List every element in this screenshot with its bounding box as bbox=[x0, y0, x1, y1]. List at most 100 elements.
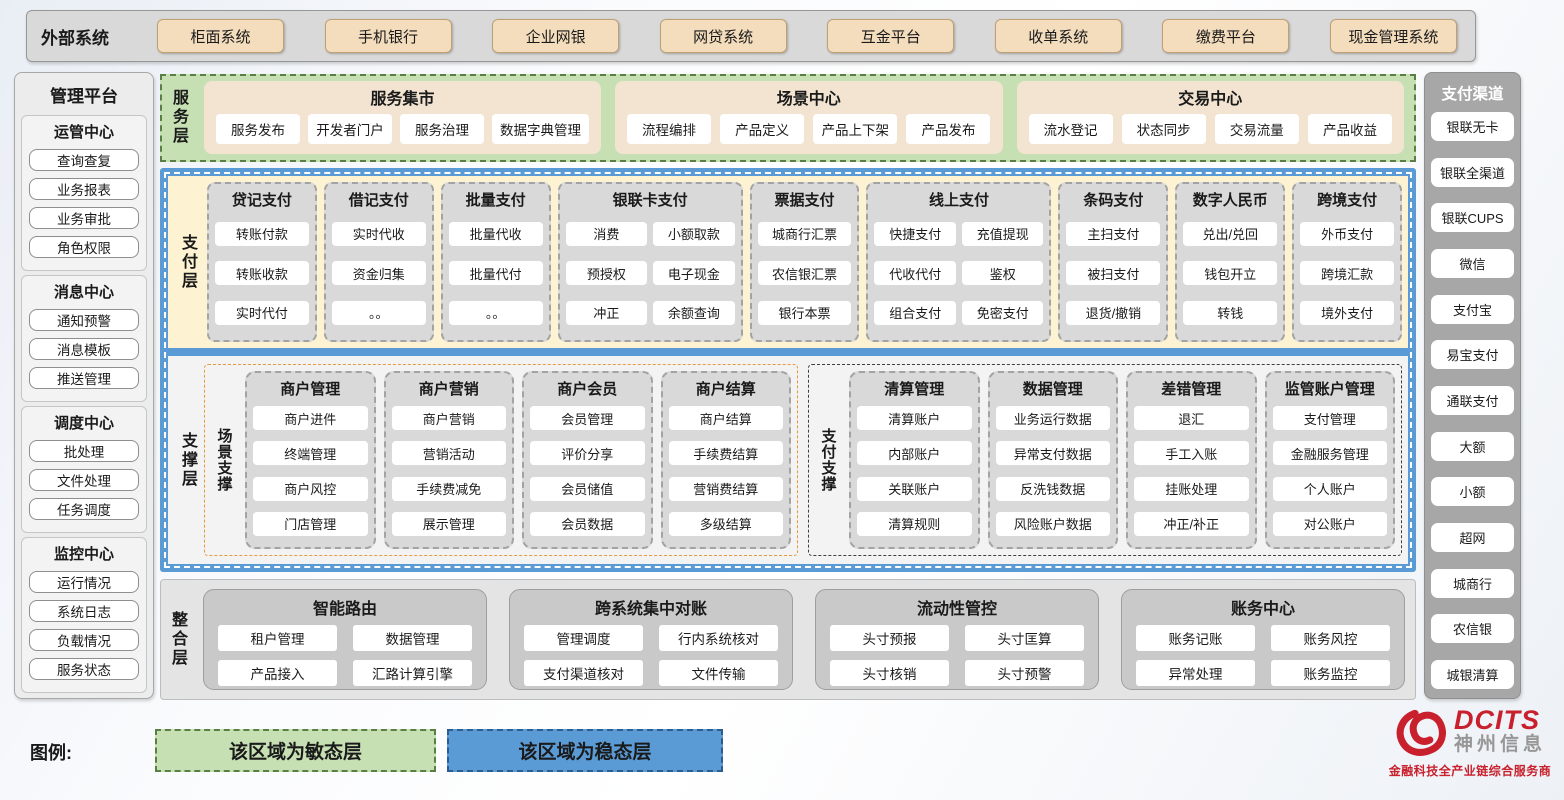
support-items: 业务运行数据异常支付数据反洗钱数据风险账户数据 bbox=[996, 401, 1111, 541]
support-category: 商户会员会员管理评价分享会员储值会员数据 bbox=[522, 371, 653, 549]
management-group-title: 调度中心 bbox=[26, 412, 142, 433]
management-group: 消息中心通知预警消息模板推送管理 bbox=[21, 275, 147, 402]
service-group-title: 服务集市 bbox=[216, 85, 589, 109]
payment-channels-title: 支付渠道 bbox=[1431, 82, 1514, 104]
support-item: 冲正/补正 bbox=[1134, 512, 1249, 536]
service-item: 产品发布 bbox=[906, 114, 990, 144]
payment-category: 批量支付批量代收批量代付。。 bbox=[441, 182, 551, 342]
service-layer-label: 服务层 bbox=[164, 81, 192, 154]
support-items: 商户营销营销活动手续费减免展示管理 bbox=[392, 401, 507, 541]
support-category-title: 商户营销 bbox=[392, 378, 507, 399]
payment-category: 借记支付实时代收资金归集。。 bbox=[324, 182, 434, 342]
payment-channels-list: 银联无卡银联全渠道银联CUPS微信支付宝易宝支付通联支付大额小额超网城商行农信银… bbox=[1431, 112, 1514, 689]
support-category-title: 商户结算 bbox=[669, 378, 784, 399]
dcits-slogan: 金融科技全产业链综合服务商 bbox=[1382, 762, 1558, 779]
integration-item: 文件传输 bbox=[659, 660, 778, 686]
payment-item: 小额取款 bbox=[653, 222, 734, 246]
payment-channel-item: 大额 bbox=[1431, 432, 1514, 461]
management-item: 任务调度 bbox=[29, 498, 139, 520]
support-category: 商户营销商户营销营销活动手续费减免展示管理 bbox=[384, 371, 515, 549]
support-item: 对公账户 bbox=[1273, 512, 1388, 536]
support-section: 场景支撑商户管理商户进件终端管理商户风控门店管理商户营销商户营销营销活动手续费减… bbox=[204, 364, 798, 556]
support-item: 挂账处理 bbox=[1134, 477, 1249, 501]
legend-stable-layer: 该区域为稳态层 bbox=[447, 729, 723, 772]
service-item: 流水登记 bbox=[1029, 114, 1113, 144]
payment-category: 贷记支付转账付款转账收款实时代付 bbox=[207, 182, 317, 342]
service-item: 状态同步 bbox=[1122, 114, 1206, 144]
payment-item: 预授权 bbox=[566, 261, 647, 285]
payment-channel-item: 城银清算 bbox=[1431, 660, 1514, 689]
payment-item: 冲正 bbox=[566, 301, 647, 325]
dcits-swirl-icon bbox=[1394, 705, 1448, 759]
integration-group: 智能路由租户管理数据管理产品接入汇路计算引擎 bbox=[203, 589, 487, 690]
management-item: 推送管理 bbox=[29, 367, 139, 389]
payment-items: 消费小额取款预授权电子现金冲正余额查询 bbox=[566, 212, 735, 334]
payment-layer: 支付层 贷记支付转账付款转账收款实时代付借记支付实时代收资金归集。。批量支付批量… bbox=[168, 176, 1408, 348]
support-item: 多级结算 bbox=[669, 512, 784, 536]
payment-channel-item: 微信 bbox=[1431, 249, 1514, 278]
service-items: 服务发布开发者门户服务治理数据字典管理 bbox=[216, 114, 589, 144]
integration-group: 流动性管控头寸预报头寸匡算头寸核销头寸预警 bbox=[815, 589, 1099, 690]
integration-item: 账务记账 bbox=[1136, 625, 1255, 651]
payment-items: 外币支付跨境汇款境外支付 bbox=[1300, 212, 1394, 334]
service-item: 开发者门户 bbox=[308, 114, 392, 144]
payment-item: 电子现金 bbox=[653, 261, 734, 285]
service-items: 流程编排产品定义产品上下架产品发布 bbox=[627, 114, 991, 144]
payment-item: 充值提现 bbox=[962, 222, 1043, 246]
integration-item: 数据管理 bbox=[353, 625, 472, 651]
management-item: 负载情况 bbox=[29, 629, 139, 651]
support-category-title: 监管账户管理 bbox=[1273, 378, 1388, 399]
payment-category-title: 贷记支付 bbox=[215, 189, 309, 210]
payment-item: 城商行汇票 bbox=[758, 222, 852, 246]
support-item: 商户风控 bbox=[253, 477, 368, 501]
payment-category-title: 跨境支付 bbox=[1300, 189, 1394, 210]
support-item: 退汇 bbox=[1134, 406, 1249, 430]
management-item: 服务状态 bbox=[29, 658, 139, 680]
support-item: 手续费结算 bbox=[669, 441, 784, 465]
support-item: 商户结算 bbox=[669, 406, 784, 430]
payment-item: 。。 bbox=[449, 301, 543, 325]
payment-item: 钱包开立 bbox=[1183, 261, 1277, 285]
support-item: 会员储值 bbox=[530, 477, 645, 501]
integration-item: 头寸预报 bbox=[830, 625, 949, 651]
payment-channel-item: 易宝支付 bbox=[1431, 340, 1514, 369]
support-category: 商户管理商户进件终端管理商户风控门店管理 bbox=[245, 371, 376, 549]
service-item: 交易流量 bbox=[1215, 114, 1299, 144]
management-item: 批处理 bbox=[29, 440, 139, 462]
payment-channel-item: 超网 bbox=[1431, 523, 1514, 552]
support-items: 商户结算手续费结算营销费结算多级结算 bbox=[669, 401, 784, 541]
payment-category: 条码支付主扫支付被扫支付退货/撤销 bbox=[1058, 182, 1168, 342]
payment-items: 城商行汇票农信银汇票银行本票 bbox=[758, 212, 852, 334]
integration-item: 支付渠道核对 bbox=[524, 660, 643, 686]
support-layer-label: 支撑层 bbox=[174, 364, 200, 556]
management-item: 通知预警 bbox=[29, 309, 139, 331]
payment-channel-item: 小额 bbox=[1431, 477, 1514, 506]
integration-group-title: 账务中心 bbox=[1136, 595, 1390, 619]
dcits-logo: DCITS 神州信息 金融科技全产业链综合服务商 bbox=[1382, 705, 1558, 779]
integration-items: 账务记账账务风控异常处理账务监控 bbox=[1136, 625, 1390, 686]
payment-item: 余额查询 bbox=[653, 301, 734, 325]
integration-items: 租户管理数据管理产品接入汇路计算引擎 bbox=[218, 625, 472, 686]
support-category-title: 商户会员 bbox=[530, 378, 645, 399]
dcits-logo-row: DCITS 神州信息 bbox=[1382, 705, 1558, 759]
service-item: 产品定义 bbox=[720, 114, 804, 144]
support-category: 商户结算商户结算手续费结算营销费结算多级结算 bbox=[661, 371, 792, 549]
management-group: 调度中心批处理文件处理任务调度 bbox=[21, 406, 147, 533]
integration-item: 管理调度 bbox=[524, 625, 643, 651]
support-sections: 场景支撑商户管理商户进件终端管理商户风控门店管理商户营销商户营销营销活动手续费减… bbox=[204, 364, 1402, 556]
payment-layer-label: 支付层 bbox=[174, 182, 200, 342]
integration-items: 管理调度行内系统核对支付渠道核对文件传输 bbox=[524, 625, 778, 686]
stable-layer: 支付层 贷记支付转账付款转账收款实时代付借记支付实时代收资金归集。。批量支付批量… bbox=[160, 168, 1416, 572]
service-groups: 服务集市服务发布开发者门户服务治理数据字典管理场景中心流程编排产品定义产品上下架… bbox=[204, 81, 1404, 154]
payment-items: 批量代收批量代付。。 bbox=[449, 212, 543, 334]
service-layer: 服务层 服务集市服务发布开发者门户服务治理数据字典管理场景中心流程编排产品定义产… bbox=[160, 74, 1416, 162]
support-item: 评价分享 bbox=[530, 441, 645, 465]
service-group: 场景中心流程编排产品定义产品上下架产品发布 bbox=[615, 81, 1003, 154]
support-item: 清算账户 bbox=[857, 406, 972, 430]
integration-item: 账务风控 bbox=[1271, 625, 1390, 651]
payment-item: 转账收款 bbox=[215, 261, 309, 285]
external-system-box: 缴费平台 bbox=[1162, 19, 1289, 53]
support-items: 商户进件终端管理商户风控门店管理 bbox=[253, 401, 368, 541]
payment-category-title: 数字人民币 bbox=[1183, 189, 1277, 210]
support-item: 手工入账 bbox=[1134, 441, 1249, 465]
